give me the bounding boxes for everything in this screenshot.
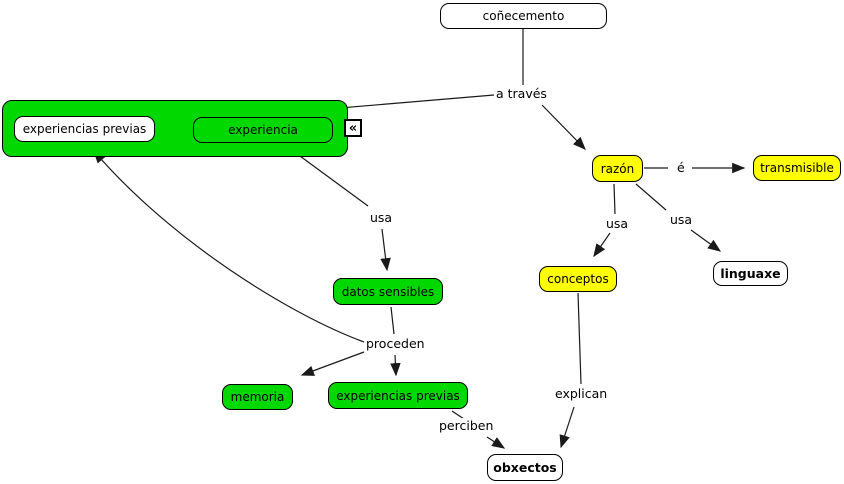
- link-label-a-traves[interactable]: a través: [494, 86, 549, 101]
- node-datos-sensibles[interactable]: datos sensibles: [333, 278, 443, 305]
- edge-proceden-expprev-top: [93, 149, 365, 343]
- node-obxectos[interactable]: obxectos: [487, 454, 563, 481]
- node-experiencias-previas-top[interactable]: experiencias previas: [14, 116, 155, 142]
- edge-usa1-conceptos: [593, 232, 611, 258]
- collapse-glyph: «: [348, 120, 358, 136]
- node-experiencia[interactable]: experiencia: [193, 117, 333, 143]
- link-label-e[interactable]: é: [675, 160, 687, 175]
- node-linguaxe[interactable]: linguaxe: [713, 261, 788, 286]
- link-label-proceden[interactable]: proceden: [364, 336, 427, 351]
- edge-datos-proceden: [390, 306, 395, 335]
- edge-usa3-datos: [380, 228, 391, 272]
- edge-conceptos-explican: [577, 292, 582, 385]
- edge-razon-usa1: [613, 183, 616, 215]
- edge-usa2-linguaxe: [690, 229, 722, 252]
- edge-proceden-expprev-bottom: [390, 354, 401, 377]
- edge-razon-usa2: [635, 183, 667, 211]
- collapse-icon[interactable]: «: [344, 119, 362, 137]
- edge-atraves-razon: [541, 104, 586, 150]
- node-razon[interactable]: razón: [592, 155, 643, 182]
- link-label-usa-datos[interactable]: usa: [368, 210, 395, 225]
- link-label-perciben[interactable]: perciben: [437, 418, 496, 433]
- link-label-usa-conceptos[interactable]: usa: [604, 216, 631, 231]
- edge-expprev-perciben: [451, 410, 465, 420]
- edge-proceden-memoria: [300, 351, 365, 376]
- link-label-usa-linguaxe[interactable]: usa: [668, 212, 695, 227]
- node-experiencias-previas-bottom[interactable]: experiencias previas: [328, 382, 468, 409]
- edge-perciben-obxectos: [486, 436, 506, 449]
- node-memoria[interactable]: memoria: [222, 384, 293, 410]
- node-conecemento[interactable]: coñecemento: [440, 3, 607, 29]
- node-transmisible[interactable]: transmisible: [753, 155, 841, 181]
- link-label-explican[interactable]: explican: [553, 386, 610, 401]
- edge-explican-obxectos: [559, 406, 575, 449]
- node-conceptos[interactable]: conceptos: [539, 266, 617, 292]
